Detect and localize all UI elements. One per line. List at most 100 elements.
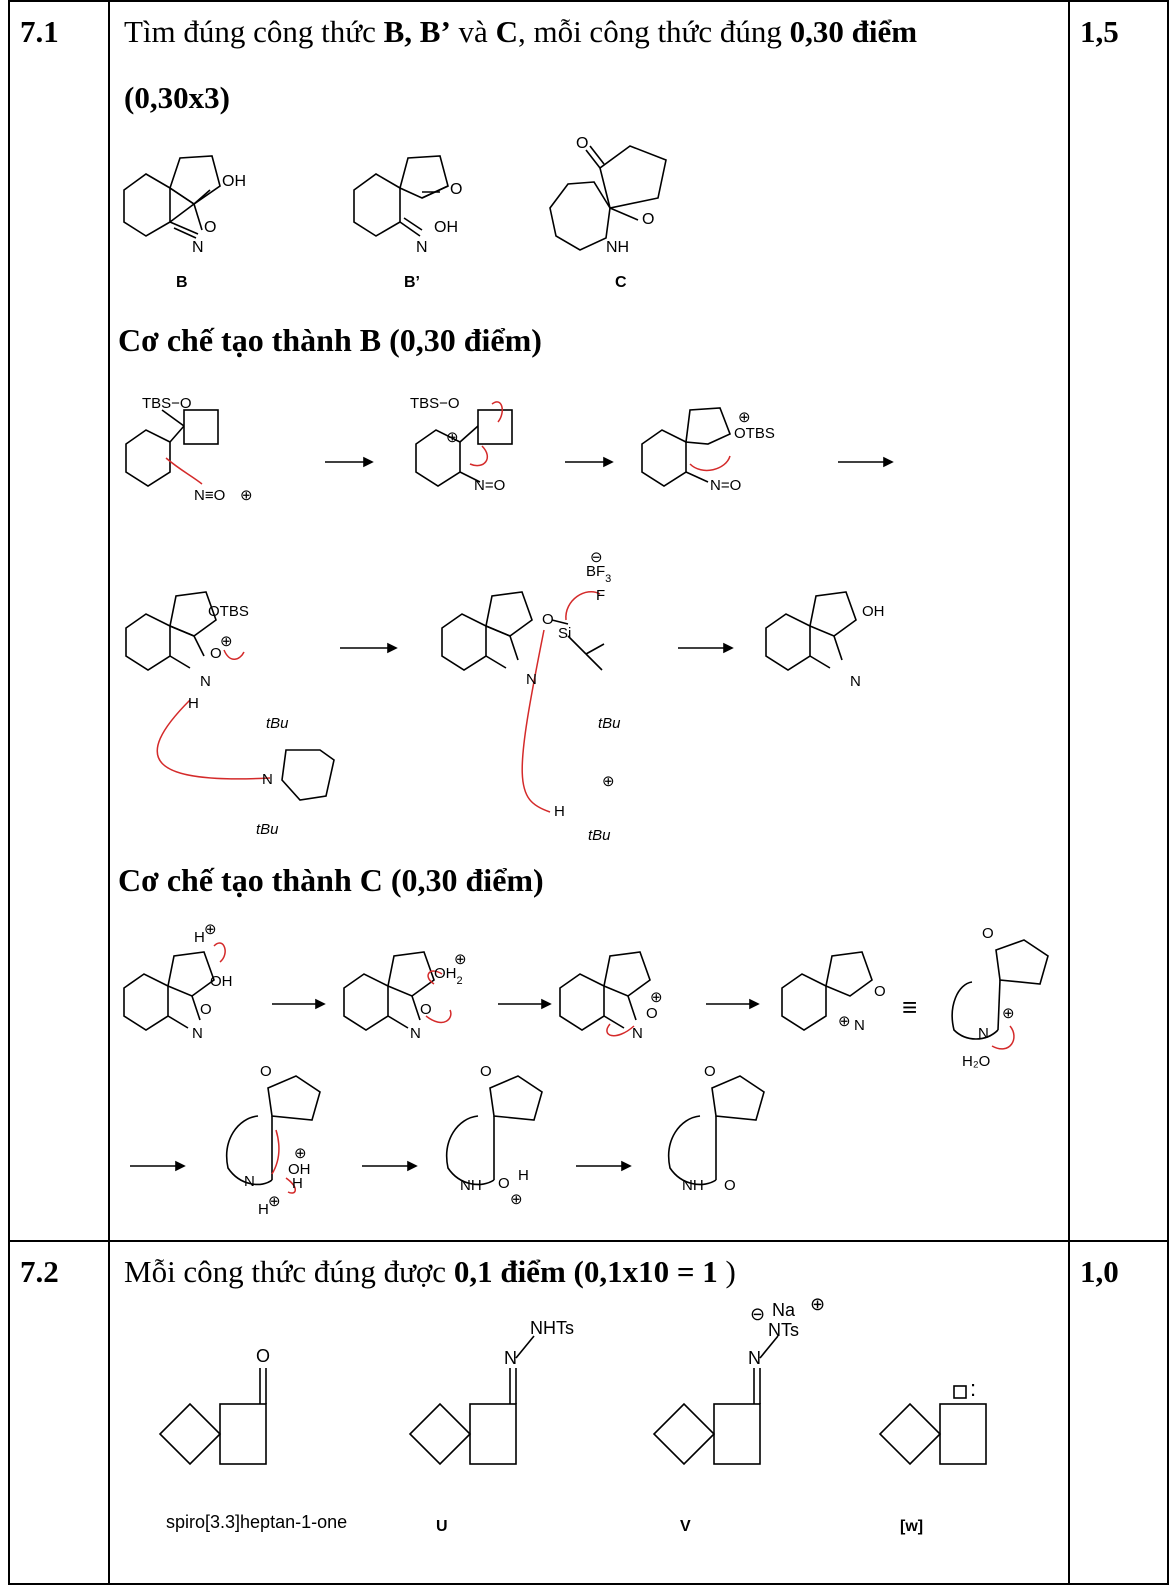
si-label: Si	[558, 625, 571, 642]
b-product-n: N	[850, 673, 861, 690]
label-c: C	[615, 274, 627, 291]
d2-charge: ⊕	[510, 1191, 523, 1208]
c3-n: N	[632, 1025, 643, 1042]
c-o2-label: O	[642, 211, 654, 228]
d2-o2: O	[498, 1175, 510, 1192]
b-product-oh: OH	[862, 603, 885, 620]
tbu-label-3: tBu	[598, 715, 621, 732]
heading-mechanism-b: Cơ chế tạo thành B (0,30 điểm)	[118, 322, 542, 358]
ketone-o: O	[256, 1346, 270, 1366]
column-divider-left	[108, 0, 110, 1585]
question-points-2: 1,0	[1080, 1254, 1119, 1289]
v-n: N	[748, 1348, 761, 1368]
label-b: B	[176, 274, 188, 291]
c5-charge: ⊕	[1002, 1005, 1015, 1022]
bprime-n-label: N	[416, 239, 428, 256]
mechanism-c-step2: O N OH ⊕ H H ⊕ O NH O H ⊕ O NH O	[130, 1063, 765, 1218]
b-oh-label: OH	[222, 173, 246, 190]
bprime-oh-label: OH	[434, 219, 458, 236]
carbene-dots: :	[970, 1376, 976, 1401]
c3-o: O	[646, 1005, 658, 1022]
n-label-2: N	[526, 671, 537, 688]
oh2-label: OH2	[434, 965, 463, 987]
d1-proton-charge: ⊕	[268, 1193, 281, 1210]
d1-oh: OH	[288, 1161, 311, 1178]
nitrosonium-charge: ⊕	[240, 487, 253, 504]
b-n-label: N	[192, 239, 204, 256]
o-label-si: O	[542, 611, 554, 628]
mechanism-b-step2: OTBS O ⊕ N H O Si BF3 ⊖ F N OH N tBu N t…	[125, 549, 885, 844]
scoring-note: (0,30x3)	[124, 80, 230, 115]
c-nh-label: NH	[606, 239, 629, 256]
n-o-label: O	[210, 645, 222, 662]
label-v: V	[680, 1518, 691, 1535]
c2-n: N	[410, 1025, 421, 1042]
proton-charge: ⊕	[204, 921, 217, 938]
v-na-charge: ⊕	[810, 1294, 825, 1314]
bf3-charge: ⊖	[590, 549, 603, 566]
pyridinium-charge: ⊕	[602, 773, 615, 790]
v-na: Na	[772, 1300, 796, 1320]
label-b-prime: B’	[404, 274, 420, 291]
water-label: H₂O	[962, 1053, 990, 1070]
d3-nh: NH	[682, 1177, 704, 1194]
mechanism-b-step1: TBS−O N≡O ⊕ TBS−O ⊕ N=O OTBS ⊕ N=O	[125, 395, 894, 504]
b-o-label: O	[204, 219, 216, 236]
v-minus: ⊖	[750, 1304, 765, 1324]
oh2-charge: ⊕	[454, 951, 467, 968]
structures-b-bprime-c: OH O N O N OH O O NH	[123, 135, 667, 256]
d1-h: H	[292, 1175, 303, 1192]
tbs-o-label: TBS−O	[142, 395, 192, 412]
label-w: [w]	[900, 1518, 924, 1535]
pyridinium-h: H	[554, 803, 565, 820]
n-eq-o-label: N=O	[474, 477, 505, 494]
f-label: F	[596, 587, 605, 604]
heading-mechanism-c: Cơ chế tạo thành C (0,30 điểm)	[118, 862, 544, 898]
table-bottom-border	[8, 1583, 1167, 1585]
nitrosonium-label: N≡O	[194, 487, 225, 504]
label-spiroheptanone: spiro[3.3]heptan-1-one	[166, 1512, 348, 1532]
c4-o: O	[874, 983, 886, 1000]
proton-label: H	[194, 929, 205, 946]
c-o-label: O	[576, 135, 588, 152]
c5-o: O	[982, 925, 994, 942]
row-divider	[8, 1240, 1167, 1242]
question-points: 1,5	[1080, 14, 1119, 49]
question-number: 7.1	[20, 14, 59, 49]
n-eq-o-label-2: N=O	[710, 477, 741, 494]
c4-charge: ⊕	[838, 1013, 851, 1030]
n-label: N	[200, 673, 211, 690]
tbu-label-2: tBu	[256, 821, 279, 838]
oxocarbenium-charge: ⊕	[738, 409, 751, 426]
c5-n: N	[978, 1025, 989, 1042]
table-top-border	[8, 0, 1167, 2]
u-nhts: NHTs	[530, 1318, 574, 1338]
d2-o: O	[480, 1063, 492, 1080]
d1-o: O	[260, 1063, 272, 1080]
bf3-label: BF3	[586, 563, 611, 585]
c1-o: O	[200, 1001, 212, 1018]
tbu-label: tBu	[266, 715, 289, 732]
h-label: H	[188, 695, 199, 712]
equivalence-sign: ≡	[902, 992, 917, 1022]
c1-n: N	[192, 1025, 203, 1042]
d2-h: H	[518, 1167, 529, 1184]
otbs-label-2: OTBS	[208, 603, 249, 620]
c4-n: N	[854, 1017, 865, 1034]
oxonium-charge: ⊕	[220, 633, 233, 650]
u-n: N	[504, 1348, 517, 1368]
structures-u-v-w: O N NHTs N NTs ⊖ Na ⊕ :	[158, 1294, 987, 1466]
pyridine-n: N	[262, 771, 273, 788]
otbs-label: OTBS	[734, 425, 775, 442]
v-nts: NTs	[768, 1320, 799, 1340]
d1-n: N	[244, 1173, 255, 1190]
d3-o2: O	[724, 1177, 736, 1194]
c1-oh: OH	[210, 973, 233, 990]
c3-charge: ⊕	[650, 989, 663, 1006]
label-u: U	[436, 1518, 448, 1535]
d2-nh: NH	[460, 1177, 482, 1194]
d3-o: O	[704, 1063, 716, 1080]
carbocation-charge: ⊕	[446, 429, 459, 446]
column-divider-right	[1068, 0, 1070, 1585]
